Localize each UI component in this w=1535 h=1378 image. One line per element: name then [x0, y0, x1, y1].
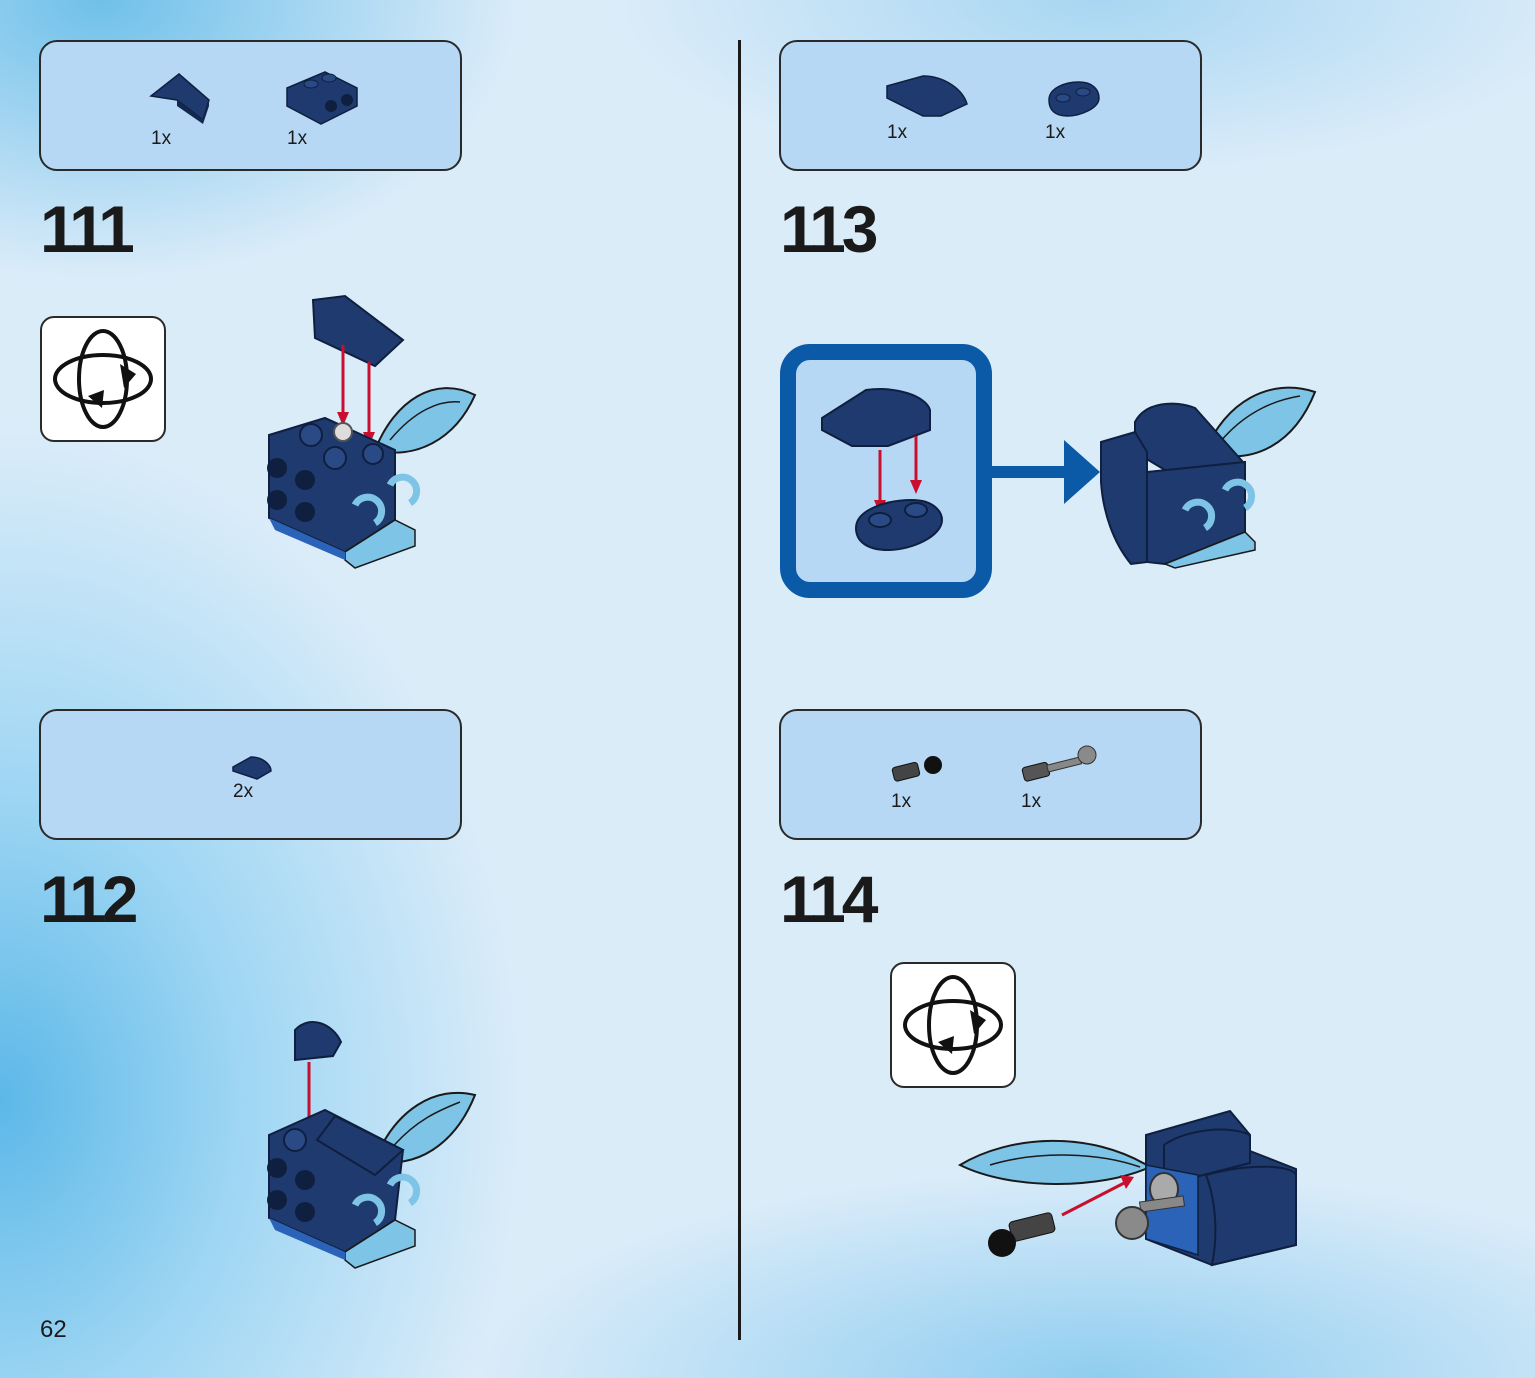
rotate-model-indicator [890, 962, 1016, 1088]
part-qty: 1x [887, 122, 908, 143]
round-tile-quarter-icon [232, 756, 272, 780]
step-114-model [957, 1109, 1297, 1267]
step-number-113: 113 [780, 192, 879, 266]
parts-list-step-113: 1x 1x [779, 40, 1202, 171]
step-number-111: 111 [40, 192, 135, 266]
rotate-icon [53, 329, 153, 429]
parts-list-step-114: 1x 1x [779, 709, 1202, 840]
page-divider [738, 40, 741, 1340]
slope-brick-icon [149, 73, 210, 124]
plate-1x2-round-icon [1048, 81, 1100, 117]
part-qty: 1x [287, 128, 308, 149]
parts-list-step-112: 2x [39, 709, 462, 840]
part-qty: 2x [233, 781, 254, 802]
part-qty: 1x [1021, 791, 1042, 812]
callout-arrow-icon [990, 440, 1100, 504]
step-113-model [1100, 386, 1317, 569]
rotate-icon [903, 975, 1003, 1075]
bracket-plate-icon [286, 71, 358, 125]
part-qty: 1x [1045, 122, 1066, 143]
parts-list-step-111: 1x 1x [39, 40, 462, 171]
part-qty: 1x [891, 791, 912, 812]
step-number-114: 114 [780, 862, 879, 936]
curved-slope-icon [886, 75, 968, 117]
page-number: 62 [40, 1316, 67, 1343]
ball-axle-icon [1021, 745, 1097, 782]
step-112-model [267, 1021, 477, 1269]
part-qty: 1x [151, 128, 172, 149]
step-111-model [267, 294, 477, 569]
step-number-112: 112 [40, 862, 139, 936]
rotate-model-indicator [40, 316, 166, 442]
sub-assembly-callout [780, 344, 992, 598]
sub-assembly-illustration [821, 388, 944, 552]
ball-joint-pin-icon [891, 756, 942, 782]
